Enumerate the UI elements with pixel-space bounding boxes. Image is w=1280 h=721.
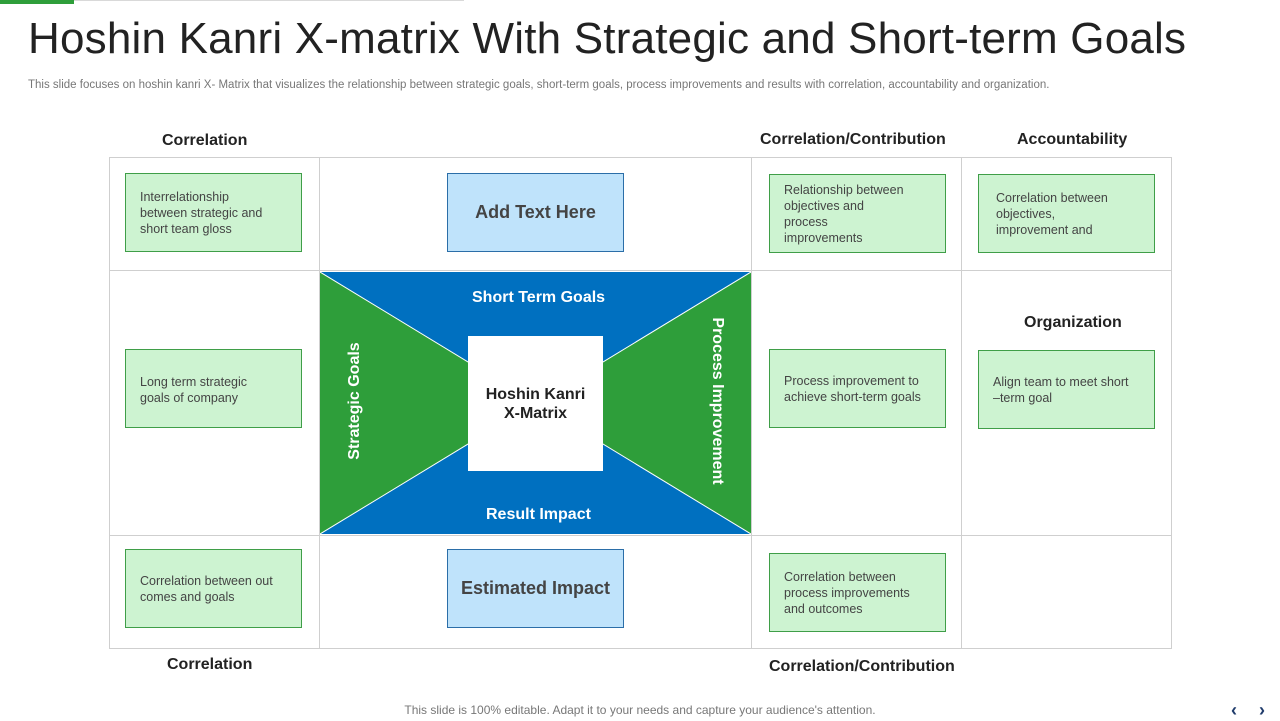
header-accountability: Accountability — [1017, 131, 1128, 148]
note-line: between strategic and — [140, 206, 263, 220]
accent-bar — [0, 0, 74, 4]
note-long-term-goals: Long term strategic goals of company — [125, 349, 302, 428]
grid-line-h2 — [109, 270, 1172, 271]
center-title-line2: X-Matrix — [503, 404, 568, 422]
footer-note: This slide is 100% editable. Adapt it to… — [404, 703, 876, 717]
grid-line-v5 — [1171, 157, 1172, 649]
label-process-improvement: Process Improvement — [709, 317, 726, 485]
note-correlation-objectives: Correlation between objectives, improvem… — [978, 174, 1155, 253]
note-line: Correlation between — [784, 570, 896, 584]
page-subtitle: This slide focuses on hoshin kanri X- Ma… — [28, 79, 1050, 91]
note-line: Correlation between out — [140, 574, 273, 588]
grid-line-v4 — [961, 157, 962, 649]
note-line: short team gloss — [140, 222, 232, 236]
x-matrix-left-triangle — [320, 272, 536, 534]
accent-line — [74, 0, 464, 1]
header-correlation-contribution-bottom: Correlation/Contribution — [769, 658, 955, 675]
grid-line-v1 — [109, 157, 110, 649]
note-line: Long term strategic — [140, 375, 247, 389]
add-text-box[interactable]: Add Text Here — [447, 173, 624, 252]
x-matrix — [320, 272, 751, 534]
label-result-impact: Result Impact — [486, 506, 591, 523]
grid-line-v3 — [751, 157, 752, 649]
note-line: process — [784, 215, 828, 229]
note-line: objectives, — [996, 207, 1056, 221]
page-title: Hoshin Kanri X-matrix With Strategic and… — [28, 14, 1187, 63]
note-line: goals of company — [140, 391, 238, 405]
note-line: improvement and — [996, 223, 1093, 237]
prev-slide-button[interactable]: ‹ — [1231, 700, 1237, 720]
next-slide-button[interactable]: › — [1259, 700, 1265, 720]
estimated-impact-box[interactable]: Estimated Impact — [447, 549, 624, 628]
note-line: Align team to meet short — [993, 375, 1129, 389]
note-line: and outcomes — [784, 602, 863, 616]
grid-line-h3 — [109, 535, 1172, 536]
grid-line-h1 — [109, 157, 1172, 158]
center-title-line1: Hoshin Kanri — [485, 385, 586, 403]
note-line: –term goal — [993, 391, 1053, 405]
note-line: comes and goals — [140, 590, 235, 604]
note-line: Interrelationship — [140, 190, 229, 204]
x-matrix-right-triangle — [535, 272, 751, 534]
note-line: Correlation between — [996, 191, 1108, 205]
label-short-term-goals: Short Term Goals — [472, 289, 606, 306]
note-line: objectives and — [784, 199, 864, 213]
matrix-center-box: Hoshin Kanri X-Matrix — [468, 336, 603, 471]
note-line: improvements — [784, 231, 863, 245]
note-line: achieve short-term goals — [784, 390, 921, 404]
header-correlation-contribution-top: Correlation/Contribution — [760, 131, 946, 148]
header-correlation-top: Correlation — [162, 132, 248, 149]
note-align-team: Align team to meet short –term goal — [978, 350, 1155, 429]
note-process-improvement: Process improvement to achieve short-ter… — [769, 349, 946, 428]
note-relationship-objectives: Relationship between objectives and proc… — [769, 174, 946, 253]
header-organization: Organization — [1024, 314, 1122, 331]
note-correlation-process-outcomes: Correlation between process improvements… — [769, 553, 946, 632]
label-strategic-goals: Strategic Goals — [346, 342, 363, 460]
note-correlation-outcomes-goals: Correlation between out comes and goals — [125, 549, 302, 628]
note-line: Process improvement to — [784, 374, 919, 388]
note-line: process improvements — [784, 586, 910, 600]
note-line: Relationship between — [784, 183, 904, 197]
grid-line-h4 — [109, 648, 1172, 649]
grid-line-v2 — [319, 157, 320, 649]
header-correlation-bottom: Correlation — [167, 656, 253, 673]
note-interrelationship: Interrelationship between strategic and … — [125, 173, 302, 252]
